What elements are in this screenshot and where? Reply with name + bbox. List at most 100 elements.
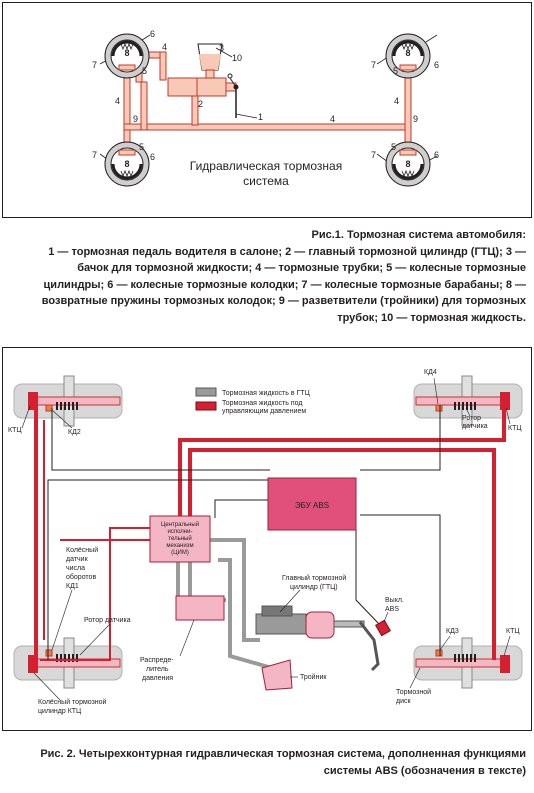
spring-top-right bbox=[401, 42, 415, 51]
label-5-top-left: 5 bbox=[142, 66, 147, 76]
figure2-leaders bbox=[21, 377, 511, 701]
abs-master-cylinder bbox=[255, 605, 392, 672]
sensor-kd3 bbox=[435, 649, 443, 657]
label-rotor-top-line1: Ротор bbox=[462, 415, 481, 422]
wheel-bottom-right: 8 bbox=[385, 141, 431, 187]
label-5-bottom-left: 5 bbox=[139, 142, 144, 152]
wheel-cylinder-top-right bbox=[399, 64, 417, 71]
rotor-teeth-top-left bbox=[56, 402, 78, 410]
wheel-cylinder-top-right bbox=[500, 392, 510, 410]
figure1-center-label-line1: Гидравлическая тормозная bbox=[190, 159, 342, 173]
spring-bottom-left bbox=[120, 169, 134, 178]
reservoir-neck bbox=[205, 69, 215, 79]
gray-line-4 bbox=[218, 558, 273, 670]
brake-booster bbox=[305, 611, 335, 639]
brake-pedal bbox=[227, 73, 239, 118]
signal-kd2 bbox=[51, 408, 270, 471]
tee-fitting bbox=[261, 659, 293, 691]
axles bbox=[29, 375, 507, 689]
spring-bottom-right bbox=[401, 169, 415, 178]
label-8-bottom-right: 8 bbox=[405, 159, 410, 169]
label-6-bottom-left: 6 bbox=[150, 152, 155, 162]
signal-kd4 bbox=[360, 405, 441, 471]
label-9-right: 9 bbox=[413, 114, 418, 124]
label-5-top-right: 5 bbox=[393, 66, 398, 76]
label-8-top-right: 8 bbox=[405, 48, 410, 58]
label-abs-off-line1: Выкл. bbox=[385, 597, 404, 604]
cim-label-line1: Центральный bbox=[161, 521, 199, 528]
figure1-caption-title: Рис.1. Тормозная система автомобиля: bbox=[311, 229, 526, 241]
wheel-bottom-left: 8 bbox=[104, 141, 150, 187]
legend-gray-text: Тормозная жидкость в ГТЦ bbox=[222, 390, 311, 397]
gtc-reservoir bbox=[261, 605, 293, 617]
label-7-top-right: 7 bbox=[371, 60, 376, 70]
sensor-kd1 bbox=[45, 649, 53, 657]
label-3: 3 bbox=[219, 43, 224, 53]
shoe-top-left bbox=[111, 40, 143, 57]
wheel-top-left: 8 bbox=[104, 33, 150, 79]
cim-label-line5: (ЦИМ) bbox=[171, 550, 189, 556]
disc-top-left bbox=[29, 396, 121, 406]
red-lines bbox=[34, 410, 506, 661]
label-kd2: КД2 bbox=[68, 429, 81, 436]
shoe-bottom-left bbox=[111, 163, 143, 180]
pedal-link bbox=[229, 77, 237, 88]
wheel-cylinder-top-left bbox=[118, 64, 136, 71]
label-abs-off-line2: ABS bbox=[385, 606, 399, 613]
figure1-caption: Рис.1. Тормозная система автомобиля: 1 —… bbox=[6, 227, 526, 326]
drum-inner-bottom-left bbox=[110, 147, 144, 181]
label-wheel-cylinder-line2: цилиндр КТЦ bbox=[38, 708, 82, 715]
wheel-cylinder-bottom-left bbox=[118, 149, 136, 156]
wheel-top-right: 8 bbox=[385, 33, 431, 79]
brake-pedal-lever bbox=[358, 621, 380, 672]
pressure-distributor bbox=[175, 595, 225, 621]
figure1-caption-line4: возвратные пружины тормозных колодок; 9 … bbox=[41, 295, 526, 307]
figure2-caption-line1: Рис. 2. Четырехконтурная гидравлическая … bbox=[40, 748, 526, 760]
rotor-teeth-top-right bbox=[454, 402, 476, 410]
label-6-bottom-right: 6 bbox=[434, 150, 439, 160]
cim-box bbox=[149, 515, 211, 563]
label-distributor-line1: Распреде- bbox=[140, 657, 174, 664]
figure2-labels: КТЦ КД2 КД4 Ротор датчика КТЦ Колёсный д… bbox=[8, 369, 522, 715]
label-distributor-line3: давления bbox=[142, 675, 173, 682]
disc-bottom-right bbox=[415, 658, 507, 668]
label-7-bottom-left: 7 bbox=[92, 150, 97, 160]
ebu-abs-label: ЭБУ ABS bbox=[295, 501, 329, 510]
wheel-cylinders bbox=[28, 392, 510, 673]
drum-inner-top-left bbox=[110, 39, 144, 73]
wheels: 8 8 8 8 bbox=[104, 33, 431, 187]
label-wheel-sensor-line5: КД1 bbox=[66, 583, 79, 590]
label-8-bottom-left: 8 bbox=[124, 159, 129, 169]
drum-inner-bottom-right bbox=[391, 147, 425, 181]
pushrod bbox=[333, 620, 365, 628]
cim-label-line4: механизм bbox=[166, 543, 193, 549]
signal-kd3 bbox=[360, 514, 441, 656]
figure1-numbers: 6 7 5 4 3 10 2 1 4 9 4 4 9 7 5 6 7 5 6 7… bbox=[92, 29, 439, 162]
red-line-top-to-right-upper bbox=[178, 410, 506, 518]
label-6-top-left: 6 bbox=[150, 29, 155, 39]
label-4-middle: 4 bbox=[330, 114, 335, 124]
wheel-cylinder-bottom-right bbox=[500, 655, 510, 673]
disc-top-right bbox=[415, 396, 507, 406]
label-4-left: 4 bbox=[115, 96, 120, 106]
shoe-bottom-right bbox=[392, 163, 424, 180]
legend-gray-swatch bbox=[195, 387, 217, 397]
figure1-frame bbox=[2, 2, 532, 218]
label-4-right: 4 bbox=[394, 96, 399, 106]
label-ktc-bottom-right: КТЦ bbox=[506, 628, 520, 635]
wheel-cylinder-bottom-left bbox=[28, 655, 38, 673]
rotor-teeth-bottom-left bbox=[56, 654, 78, 662]
legend-red-swatch bbox=[195, 401, 217, 411]
figure1-diagram: 8 8 8 8 6 7 5 4 3 10 2 1 4 9 4 4 9 7 5 6 7 … bbox=[92, 29, 439, 188]
brake-fluid bbox=[199, 54, 221, 70]
figure1-caption-line3: цилиндры; 6 — колесные тормозные колодки… bbox=[43, 278, 526, 291]
sensor-rotors bbox=[56, 402, 476, 662]
pipe-mc-down bbox=[140, 81, 148, 131]
figure2-caption: Рис. 2. Четырехконтурная гидравлическая … bbox=[6, 746, 526, 779]
master-cylinder bbox=[167, 77, 237, 97]
label-tee: Тройник bbox=[300, 673, 327, 681]
pipe-top-to-mc bbox=[159, 51, 167, 81]
shoe-top-right bbox=[392, 40, 424, 57]
label-rotor-sensor: Ротор датчика bbox=[84, 617, 131, 624]
figure2-caption-line2: системы ABS (обозначения в тексте) bbox=[323, 764, 526, 777]
